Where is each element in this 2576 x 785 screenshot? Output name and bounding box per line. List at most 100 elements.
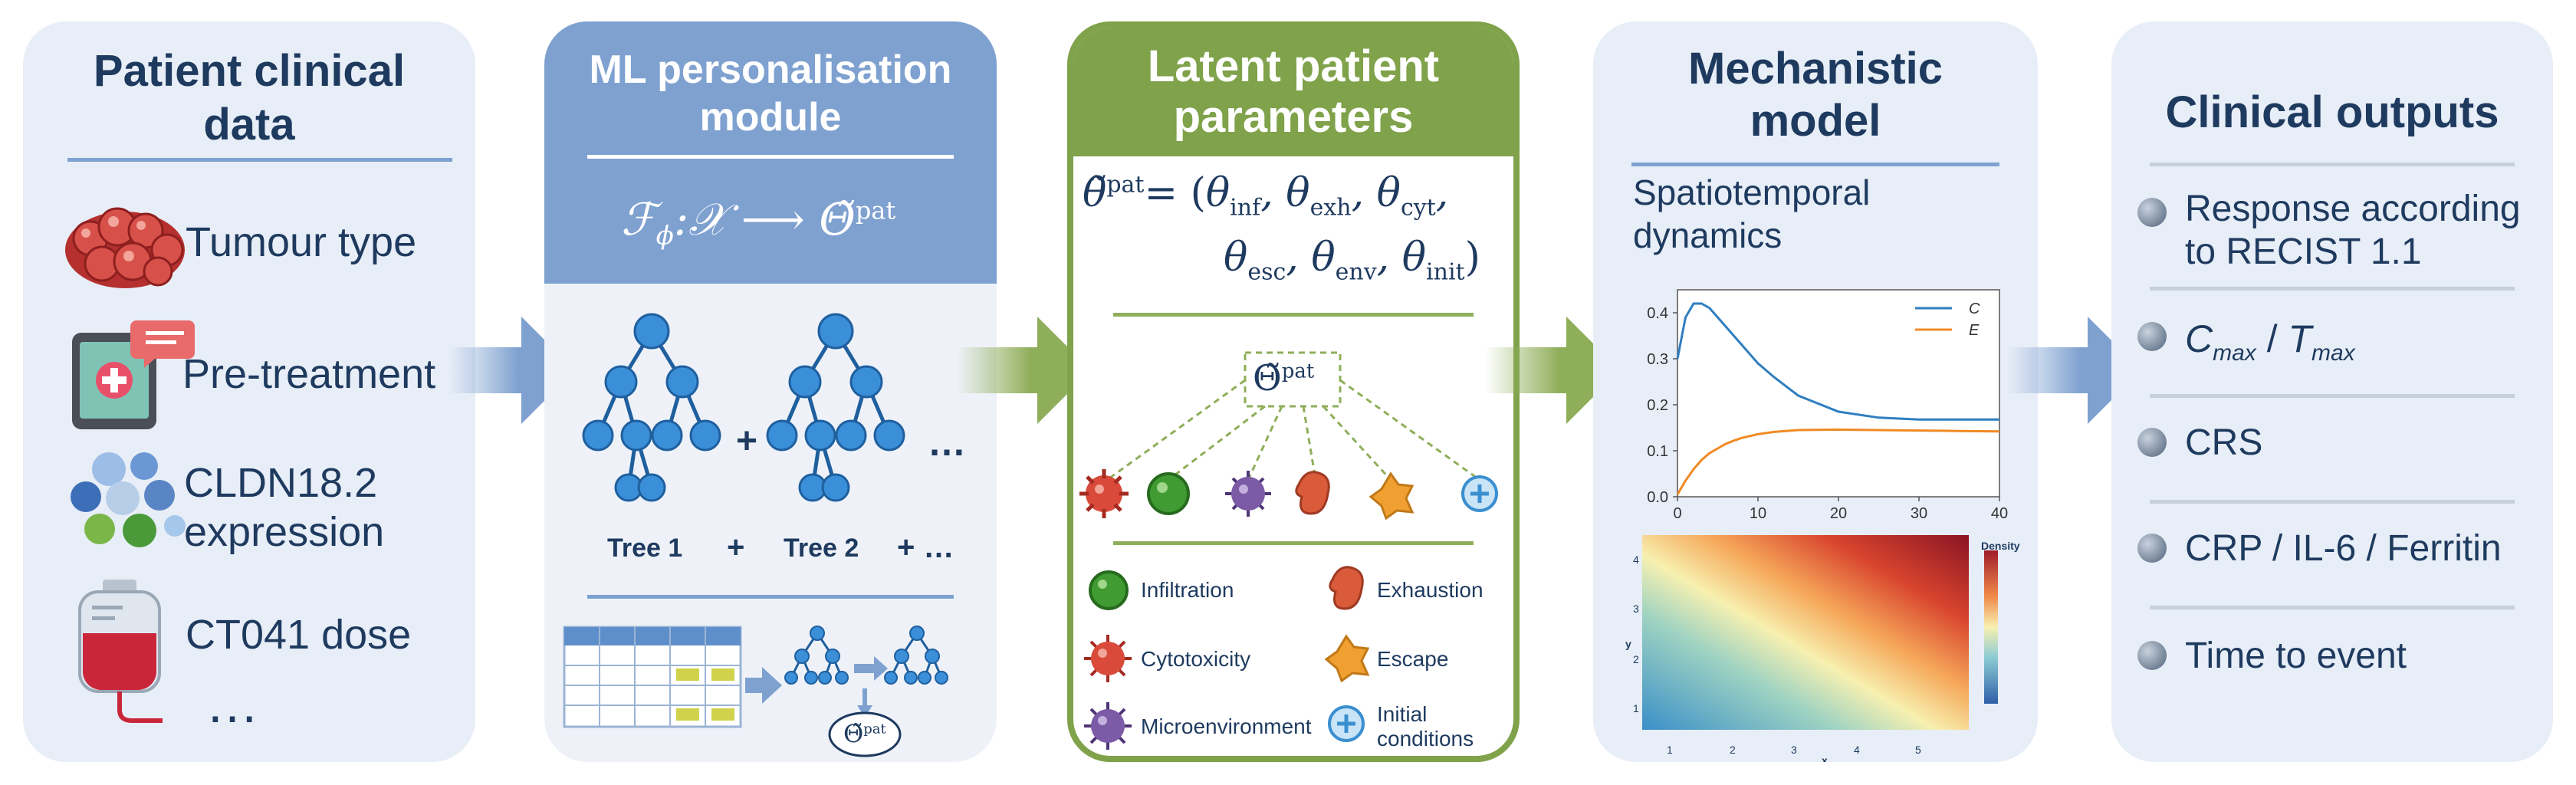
latent-equation-line1: θ̃pat= (θinf, θexh, θcyt, [1083, 170, 1449, 222]
legend-escape: Escape [1377, 647, 1449, 671]
flow-arrow-2 [957, 317, 1091, 424]
panel-mechanistic-model: Mechanistic model Spatiotemporal dynamic… [1593, 21, 2038, 762]
param-env: θ [1311, 235, 1336, 281]
legend-exhaustion-icon [1329, 566, 1364, 610]
blood-bag-icon [78, 580, 163, 723]
rule-1 [2150, 163, 2515, 166]
legend-initial-icon [1328, 705, 1365, 742]
panel-clinical-data: Patient clinical data Tumour type Pre-tr… [23, 21, 475, 762]
title-line-2: data [203, 100, 295, 149]
legend-exhaustion: Exhaustion [1377, 578, 1484, 602]
param-init: θ [1401, 235, 1427, 281]
ml-rule [587, 595, 954, 599]
param-esc: θ [1224, 235, 1248, 281]
bullet [2137, 428, 2167, 457]
y-tick-label: 0.3 [1647, 351, 1668, 368]
heatmap-xtick: 3 [1791, 744, 1797, 756]
heatmap-xtick: 2 [1730, 744, 1736, 756]
rule-2 [2150, 287, 2515, 291]
formula-theta: Θ̃ [819, 193, 856, 245]
x-tick-label: 40 [1991, 505, 2008, 522]
output-response-line1: Response according [2185, 189, 2521, 229]
item-pre-treatment: Pre-treatment [182, 351, 436, 397]
x-tick-label: 0 [1673, 505, 1681, 522]
legend-microenvironment-icon [1084, 702, 1132, 750]
infiltration-cell-icon [1147, 472, 1190, 515]
heatmap-xtick: 4 [1854, 744, 1860, 756]
flow-arrow-1 [449, 317, 575, 424]
legend-escape-icon [1324, 634, 1370, 683]
param-esc-sub: esc [1247, 258, 1286, 286]
ml-header [544, 21, 997, 284]
item-tumour-type: Tumour type [186, 219, 417, 265]
cells-icon [71, 452, 186, 547]
heatmap-xlabel: x [1822, 754, 1828, 762]
y-tick-label: 0.1 [1647, 443, 1668, 460]
center-theta: Θ̃pat [1253, 357, 1314, 399]
tree-plus-2: + [727, 530, 745, 564]
legend-cytotoxicity-icon [1084, 635, 1132, 682]
bullet [2137, 534, 2167, 563]
title-line-1: Patient clinical [93, 46, 406, 96]
flow-arrow-3 [1486, 317, 1620, 424]
heatmap-xtick: 1 [1667, 744, 1673, 756]
panel-clinical-outputs: Clinical outputs Response according to R… [2111, 21, 2553, 762]
escape-cell-icon [1368, 471, 1414, 521]
param-inf: θ [1205, 170, 1230, 216]
param-cyt-sub: cyt [1400, 194, 1436, 222]
title-line-2: model [1750, 96, 1881, 146]
heatmap-colorbar [1984, 550, 1998, 704]
heatmap-ytick: 3 [1633, 603, 1639, 615]
x-tick-label: 10 [1750, 505, 1766, 522]
param-inf-sub: inf [1230, 194, 1261, 222]
title-line-2: parameters [1173, 92, 1414, 142]
panel-title: Mechanistic model [1593, 43, 2038, 147]
output-crs: CRS [2185, 422, 2263, 463]
tree-dots: … [928, 421, 966, 464]
cmax-sub: max [2213, 340, 2256, 366]
panel-title: Clinical outputs [2165, 87, 2499, 137]
center-theta-sym: Θ̃ [1253, 357, 1282, 399]
title-line-1: Mechanistic [1688, 44, 1943, 94]
panel-ml-module: ML personalisation module ℱϕ:𝒳 ⟶ Θ̃pat +… [544, 21, 997, 762]
exhaustion-cell-icon [1295, 471, 1330, 515]
microenvironment-cell-icon [1225, 471, 1271, 517]
training-table-icon [563, 626, 948, 757]
param-cyt: θ [1376, 170, 1401, 216]
center-theta-sup: pat [1281, 360, 1315, 383]
rule-3 [2150, 394, 2515, 398]
legend-label-c: C [1969, 301, 1980, 317]
formula-f: ℱ [621, 193, 656, 245]
latent-rule-2 [1113, 541, 1474, 545]
title-rule [1631, 163, 1999, 166]
item-cldn-line1: CLDN18.2 [184, 460, 378, 506]
heatmap-field [1642, 535, 1969, 730]
y-tick-label: 0.2 [1647, 397, 1668, 414]
panel-title: Latent patient parameters [1073, 41, 1513, 143]
subtitle-line2: dynamics [1633, 215, 1783, 255]
tree-plus: + [736, 421, 758, 461]
plot-frame [1677, 289, 2000, 498]
latent-rule-1 [1113, 313, 1474, 317]
legend-initial-line1: Initial [1377, 702, 1428, 726]
heatmap-ylabel: y [1625, 638, 1631, 650]
density-heatmap [1642, 535, 1998, 730]
item-ct041-dose: CT041 dose [186, 612, 412, 658]
formula-rest: :𝒳 ⟶ [673, 193, 820, 245]
tree-2-label: Tree 2 [784, 534, 859, 563]
y-tick-label: 0.4 [1647, 305, 1668, 322]
rule-5 [2150, 606, 2515, 609]
ml-formula: ℱϕ:𝒳 ⟶ Θ̃pat [621, 193, 895, 251]
eq-lhs-sup: pat [1106, 171, 1145, 199]
param-exh: θ [1286, 170, 1310, 216]
item-cldn-line2: expression [184, 509, 385, 555]
bullet [2137, 641, 2167, 670]
latent-header [1073, 28, 1513, 156]
legend-cytotoxicity: Cytotoxicity [1141, 647, 1251, 671]
heatmap-ytick: 4 [1633, 553, 1639, 566]
output-response-line2: to RECIST 1.1 [2185, 232, 2422, 272]
formula-sup: pat [855, 195, 896, 225]
title-line-1: Latent patient [1147, 41, 1440, 91]
bullet [2137, 198, 2167, 227]
